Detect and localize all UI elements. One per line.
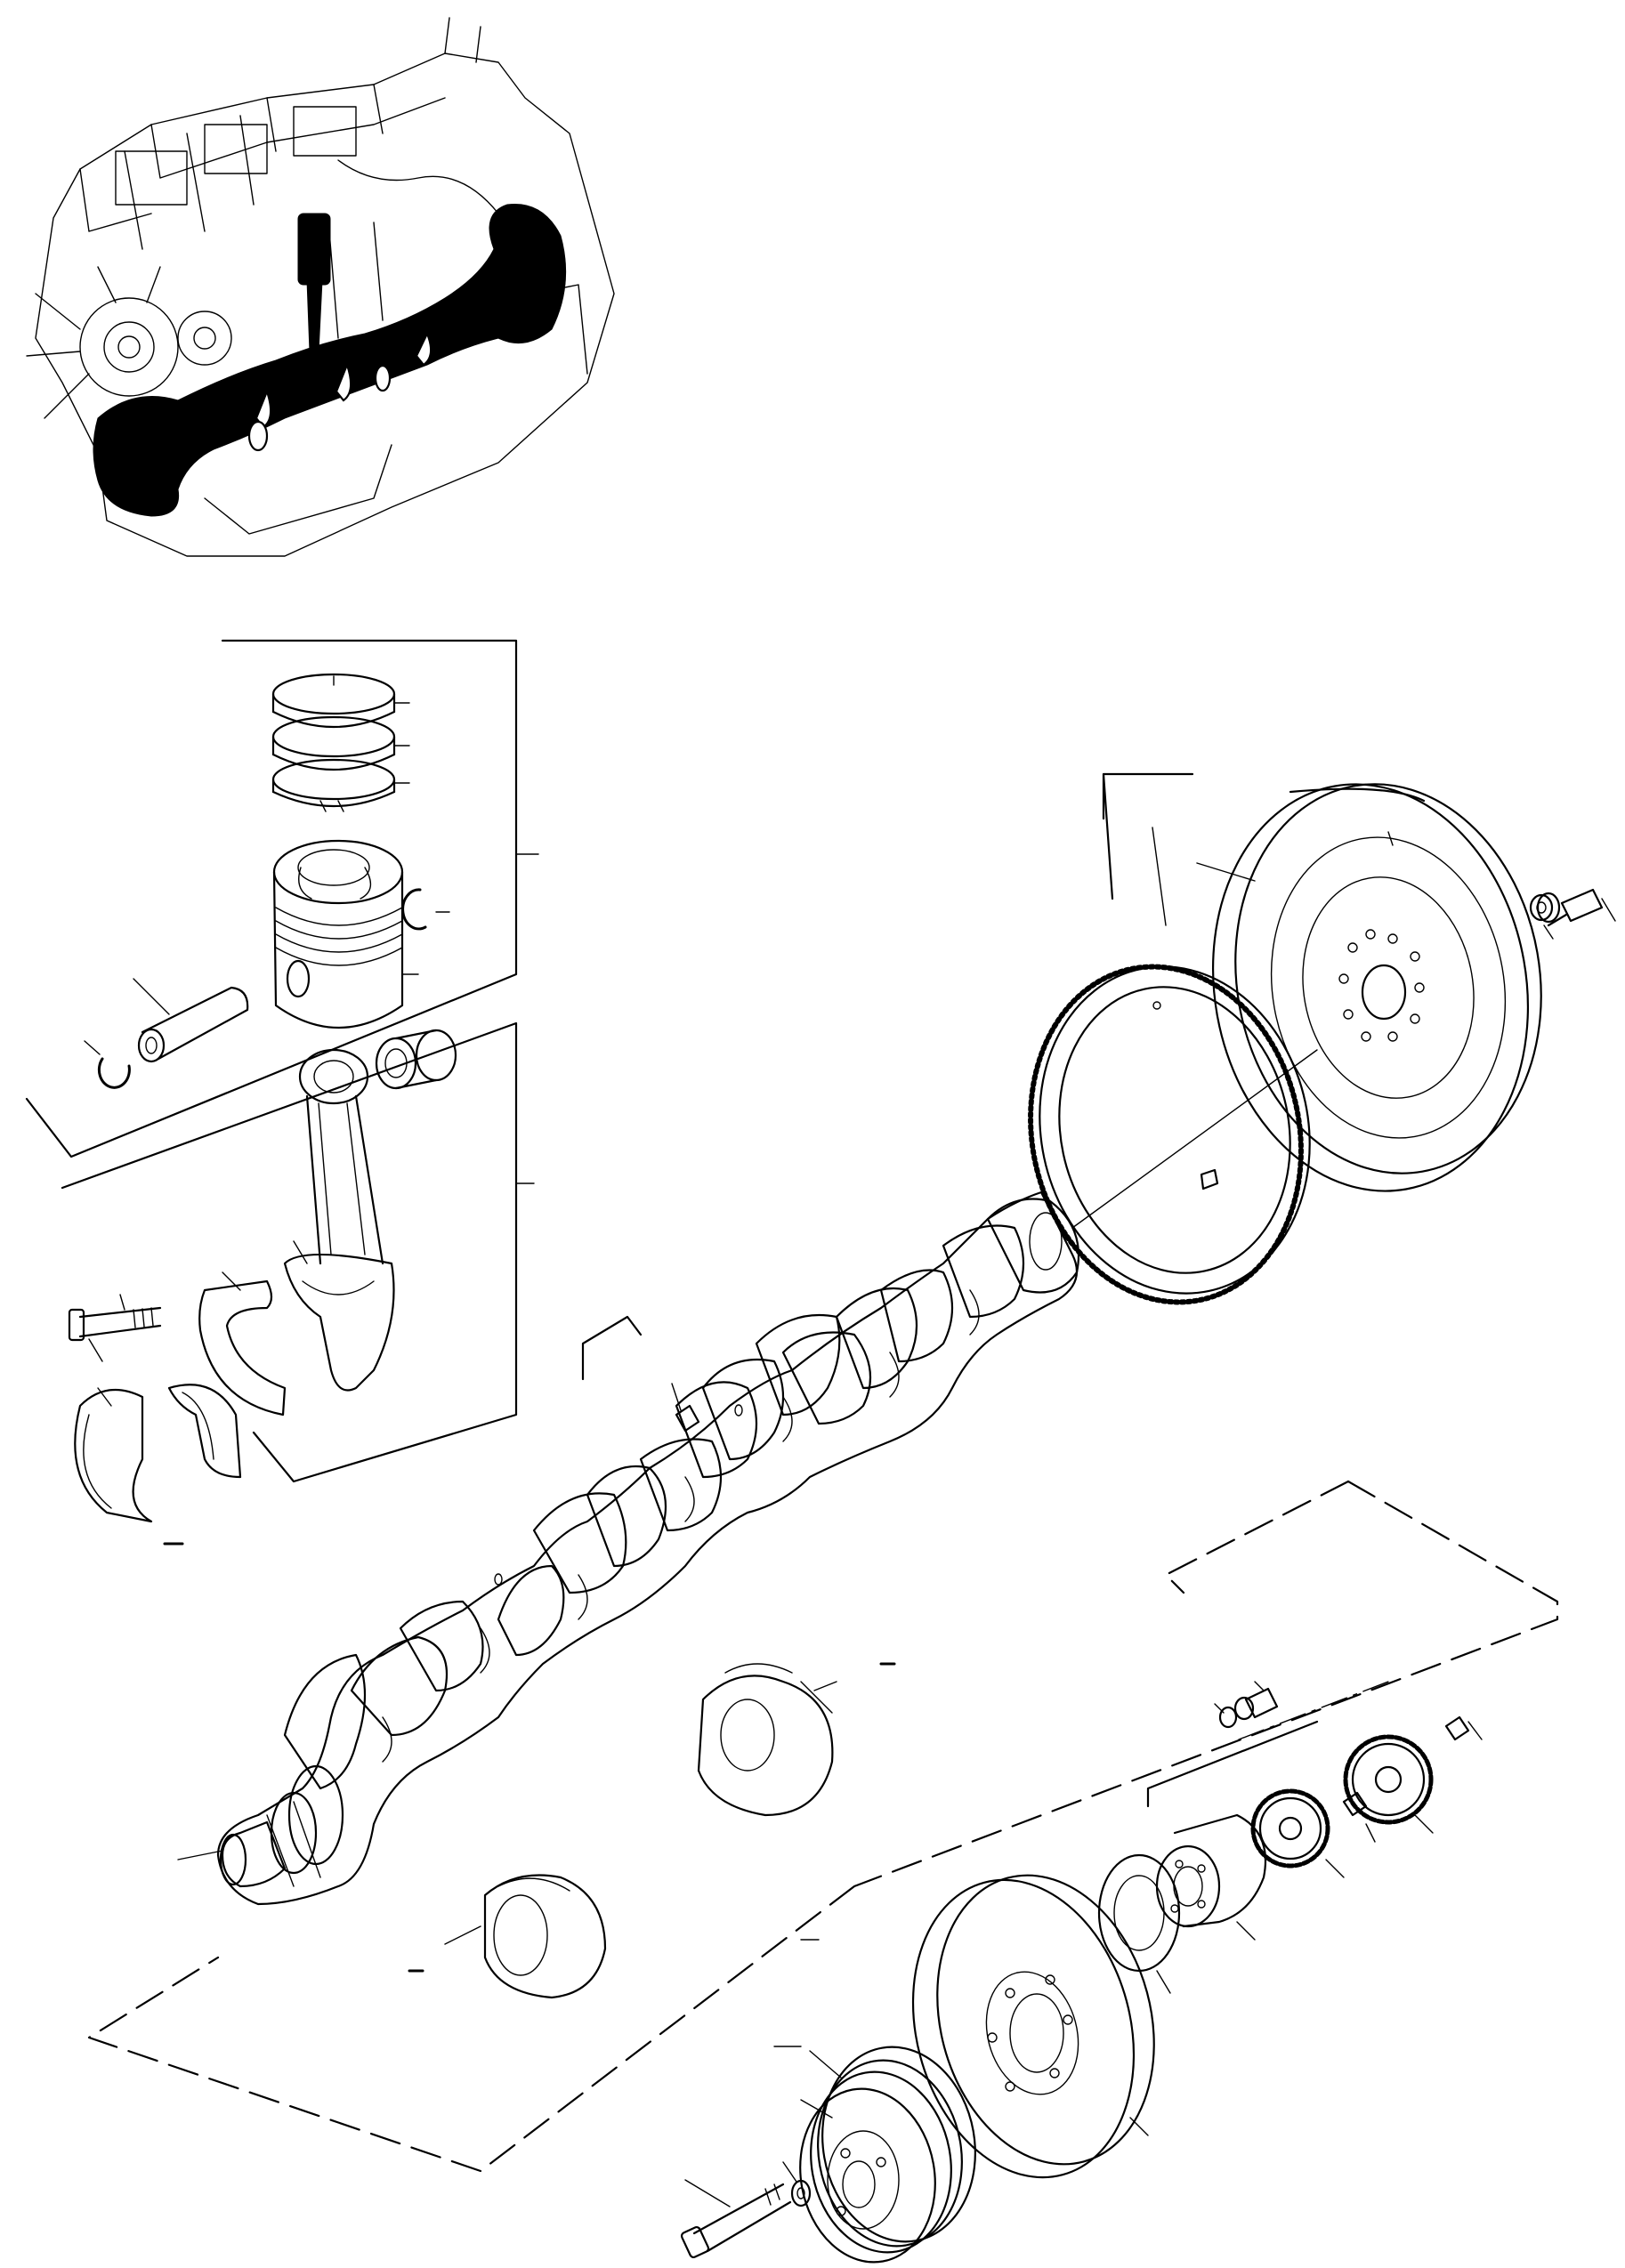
damper-icon bbox=[911, 1874, 1155, 2179]
washer-icon bbox=[1214, 1703, 1238, 1729]
gear-icon bbox=[1250, 1788, 1345, 1878]
bearing-shell-icon bbox=[375, 1029, 457, 1090]
dowel-pin-icon bbox=[1342, 1791, 1376, 1843]
bolt-icon bbox=[68, 1294, 162, 1362]
washer-icon bbox=[782, 2161, 812, 2207]
gear-icon bbox=[1343, 1734, 1434, 1834]
spacer-plate-icon bbox=[1097, 1853, 1181, 1994]
bracket-frame bbox=[25, 639, 518, 1158]
bearing-shell-icon bbox=[697, 1662, 896, 1817]
piston-ring-icon bbox=[271, 673, 410, 812]
crankshaft-icon bbox=[177, 1049, 1318, 1906]
circlip-icon bbox=[401, 888, 450, 931]
connecting-rod-group bbox=[61, 1021, 535, 1546]
connecting-rod-cap-icon bbox=[198, 1271, 287, 1416]
bearing-shell-icon bbox=[167, 1384, 242, 1479]
engine-overview-icon bbox=[26, 17, 615, 557]
piston-pin-icon bbox=[133, 978, 249, 1063]
bolt-icon bbox=[1233, 1681, 1279, 1721]
dowel-pin-icon bbox=[1444, 1715, 1483, 1741]
ring-gear-icon bbox=[1028, 772, 1311, 1305]
bearing-shell-icon bbox=[408, 1874, 607, 1999]
bearing-shell-icon bbox=[74, 1387, 153, 1523]
bolt-holes bbox=[1338, 929, 1425, 1042]
bolt-icon bbox=[1536, 888, 1616, 927]
dashed-boundary bbox=[87, 1480, 1559, 2173]
connecting-rod-icon bbox=[283, 1048, 395, 1392]
bolt-icon bbox=[680, 2179, 792, 2259]
flywheel-icon bbox=[1196, 783, 1542, 1192]
piston-icon bbox=[272, 839, 419, 1029]
pulley-icon bbox=[799, 2046, 976, 2264]
crankshaft-hub-icon bbox=[1155, 1813, 1267, 1941]
washer-icon bbox=[1529, 893, 1554, 940]
dowel-pin-icon bbox=[581, 1315, 700, 1433]
circlip-icon bbox=[84, 1040, 131, 1089]
piston-group bbox=[25, 639, 539, 1158]
